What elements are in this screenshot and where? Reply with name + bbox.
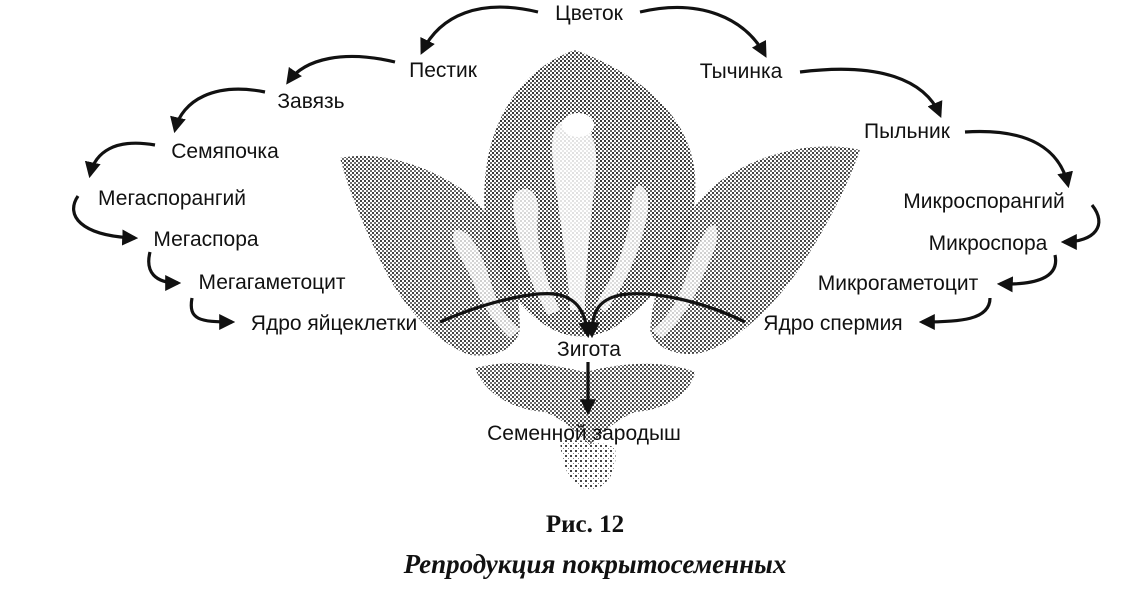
figure-title: Репродукция покрытосеменных	[403, 549, 787, 579]
label-egg-nucleus: Ядро яйцеклетки	[251, 312, 417, 335]
label-megaspore: Мегаспора	[153, 228, 259, 251]
arrow-megaspore-to-megagametocyte	[147, 251, 182, 291]
label-microspore: Микроспора	[929, 232, 1048, 255]
arrow-megagametocyte-to-egg	[189, 297, 236, 330]
label-pistil: Пестик	[409, 59, 478, 82]
figure-number: Рис. 12	[546, 511, 624, 538]
label-stamen: Тычинка	[700, 60, 783, 83]
arrow-pistil-to-ovary	[286, 54, 396, 85]
label-microsporangium: Микроспорангий	[903, 190, 1064, 213]
arrow-anther-to-microsporangium	[964, 129, 1073, 189]
arrow-ovule-to-megasporangium	[84, 141, 156, 179]
label-sperm-nucleus: Ядро спермия	[763, 312, 902, 335]
label-megasporangium: Мегаспорангий	[98, 187, 246, 210]
label-ovary: Завязь	[277, 90, 344, 113]
flow-arrows	[72, 5, 1101, 416]
arrow-microspore-to-microgametocyte	[996, 254, 1058, 293]
diagram-labels: Цветок Пестик Завязь Семяпочка Мегаспора…	[98, 2, 1065, 445]
label-flower: Цветок	[555, 2, 623, 25]
arrow-megasporangium-to-megaspore	[72, 195, 139, 246]
label-ovule: Семяпочка	[171, 140, 279, 163]
figure-caption: Рис. 12 Репродукция покрытосеменных	[403, 511, 787, 579]
arrow-stamen-to-anther	[799, 67, 943, 118]
arrow-sperm-to-zygote	[584, 292, 746, 339]
label-anther: Пыльник	[864, 120, 951, 143]
label-microgametocyte: Микрогаметоцит	[818, 272, 979, 295]
arrow-flower-to-pistil	[420, 5, 539, 55]
arrow-egg-to-zygote	[439, 292, 595, 339]
arrow-ovary-to-ovule	[170, 87, 266, 134]
label-embryo: Семенной зародыш	[487, 422, 681, 445]
arrow-flower-to-stamen	[639, 5, 767, 58]
arrow-microgametocyte-to-sperm	[918, 297, 992, 330]
arrow-microsporangium-to-microspore	[1060, 204, 1101, 250]
label-zygote: Зигота	[557, 338, 621, 361]
label-megagametocyte: Мегагаметоцит	[198, 271, 345, 294]
